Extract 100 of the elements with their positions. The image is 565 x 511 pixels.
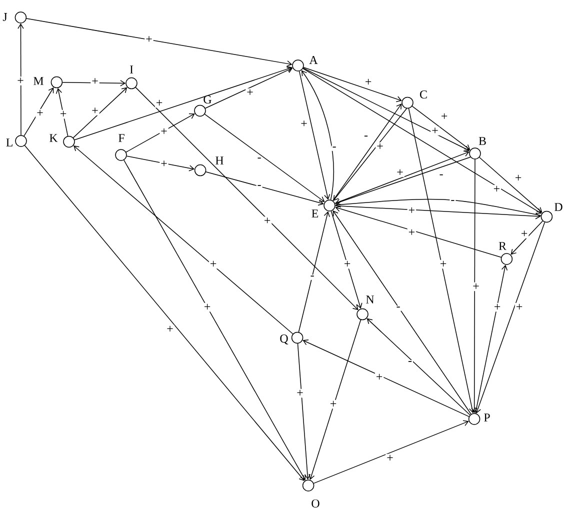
node-label: D <box>554 203 562 211</box>
arrow <box>302 68 542 214</box>
arrow <box>126 156 195 172</box>
arrow <box>302 68 470 152</box>
arrow <box>471 159 478 414</box>
node-circle <box>194 164 206 176</box>
node-circle <box>540 210 553 223</box>
edge-label: + <box>90 77 100 86</box>
arrow <box>73 146 294 334</box>
arrow <box>330 210 362 309</box>
arrow <box>204 67 293 109</box>
edge-label: + <box>492 302 502 312</box>
edge-label: + <box>166 324 174 334</box>
node-circle <box>194 104 206 117</box>
node-circle <box>356 308 368 320</box>
arrow <box>72 87 128 138</box>
edge-label: + <box>407 206 416 216</box>
edge-label: + <box>58 110 68 119</box>
edge-label: + <box>514 302 524 312</box>
node-label: C <box>420 90 427 98</box>
arrow <box>74 66 292 140</box>
arrow <box>297 343 311 480</box>
arrow <box>298 211 330 332</box>
node-label: N <box>366 296 374 304</box>
edge-label: + <box>144 35 154 44</box>
node-label: M <box>34 77 44 85</box>
edge-label: + <box>438 260 448 269</box>
edge-label: + <box>90 106 100 116</box>
arrow <box>206 171 324 206</box>
edge-label: + <box>472 282 480 292</box>
node-label: R <box>498 242 506 250</box>
arrow <box>479 157 542 213</box>
arrow <box>26 18 292 67</box>
node-circle <box>500 253 513 265</box>
node-label: E <box>312 210 318 218</box>
edge-label: - <box>256 156 262 162</box>
arrow <box>135 87 358 310</box>
node-circle <box>63 136 75 148</box>
node-label: A <box>309 56 318 64</box>
node-label: K <box>50 134 58 142</box>
node-label: P <box>484 414 490 422</box>
node-circle <box>302 480 314 492</box>
edge-label: + <box>514 174 523 183</box>
node-label: Q <box>280 334 288 344</box>
node-circle <box>468 413 480 425</box>
node-circle <box>126 77 138 90</box>
edge-label: + <box>407 228 416 238</box>
arrow <box>303 67 402 102</box>
edge-label: + <box>520 230 529 238</box>
arrow <box>62 80 126 86</box>
edge-label: + <box>300 120 308 128</box>
edge-label: - <box>450 199 456 204</box>
edge-label: - <box>438 173 444 179</box>
node-label: O <box>312 499 320 508</box>
edge-label: - <box>407 360 413 366</box>
edge-label: + <box>154 98 164 108</box>
node-circle <box>14 12 27 24</box>
node-circle <box>115 149 127 161</box>
edge-label: + <box>430 126 440 136</box>
edge-label: + <box>386 454 394 463</box>
arrow <box>510 220 544 255</box>
arrow <box>335 205 541 220</box>
edge-label: + <box>16 76 25 86</box>
node-label: B <box>478 137 486 145</box>
edge-label: - <box>256 184 262 190</box>
arrow <box>475 264 508 414</box>
node-label: F <box>118 134 124 142</box>
edge-label: + <box>296 388 304 398</box>
arrow <box>24 145 305 481</box>
arrow <box>56 88 68 136</box>
arrow <box>475 222 546 414</box>
edge-label: + <box>160 127 168 136</box>
arrow <box>24 87 54 136</box>
edge-label: + <box>376 142 384 152</box>
node-label: I <box>130 66 134 74</box>
node-label: H <box>216 156 224 164</box>
arrow <box>408 108 476 414</box>
arrow <box>204 114 325 202</box>
node-label: L <box>6 138 12 146</box>
edge-label: - <box>395 306 402 311</box>
arrow <box>124 160 306 480</box>
edge-label: - <box>331 146 338 151</box>
edge-label: + <box>246 88 254 98</box>
edge-label: + <box>36 108 44 118</box>
node-circle <box>324 200 336 212</box>
edge-label: + <box>374 372 384 382</box>
edge-label: + <box>364 78 373 87</box>
edge-label: + <box>440 112 449 122</box>
node-circle <box>292 60 304 72</box>
edge-label: + <box>396 168 404 178</box>
node-circle <box>469 148 481 160</box>
arrow <box>412 106 470 150</box>
edge-label: + <box>208 260 218 269</box>
node-circle <box>15 135 27 147</box>
edge-label: - <box>363 134 369 140</box>
arrow <box>332 210 472 414</box>
node-circle <box>50 76 63 88</box>
arrow <box>18 23 24 136</box>
edge-label: + <box>262 216 272 226</box>
node-circle <box>291 332 304 344</box>
